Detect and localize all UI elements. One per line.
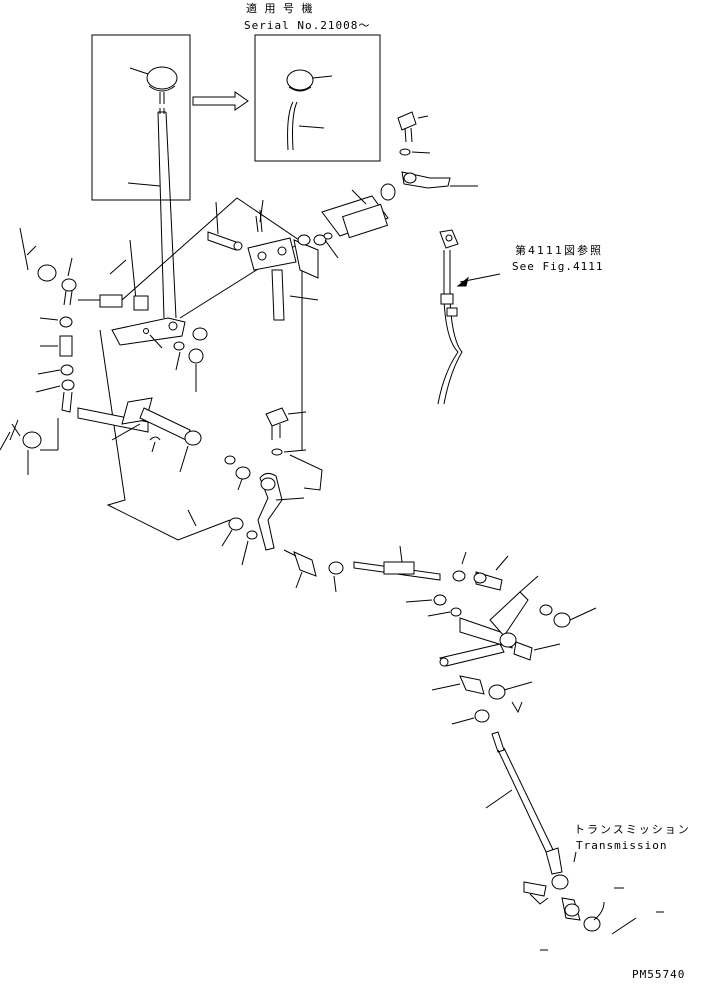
right-bracket <box>247 183 396 321</box>
drawing-number: PM55740 <box>632 968 686 981</box>
upper-right-fasteners <box>397 111 478 189</box>
link-rod-assembly <box>283 545 509 593</box>
transmission-rod <box>431 675 664 951</box>
reference-note-jp: 第4111図参照 <box>515 244 603 257</box>
shift-lever-rod <box>127 111 177 319</box>
applicable-note-jp: 適 用 号 機 <box>246 2 315 15</box>
lever-arm <box>111 317 186 349</box>
transmission-label-en: Transmission <box>576 839 668 852</box>
center-bolt <box>221 407 307 566</box>
bell-crank <box>405 575 597 667</box>
inset-serial-lever <box>254 34 381 162</box>
transmission-label-jp: トランスミッション <box>574 823 691 836</box>
pivot-shaft <box>77 397 251 491</box>
serial-note: Serial No.21008～ <box>244 19 371 32</box>
left-fastener-stack <box>0 227 149 475</box>
direction-arrow <box>192 91 249 111</box>
reference-note-en: See Fig.4111 <box>512 260 604 273</box>
lever-knob <box>159 108 165 114</box>
inset-original-lever <box>91 34 191 201</box>
control-cable <box>437 229 501 405</box>
top-pins <box>173 199 264 392</box>
